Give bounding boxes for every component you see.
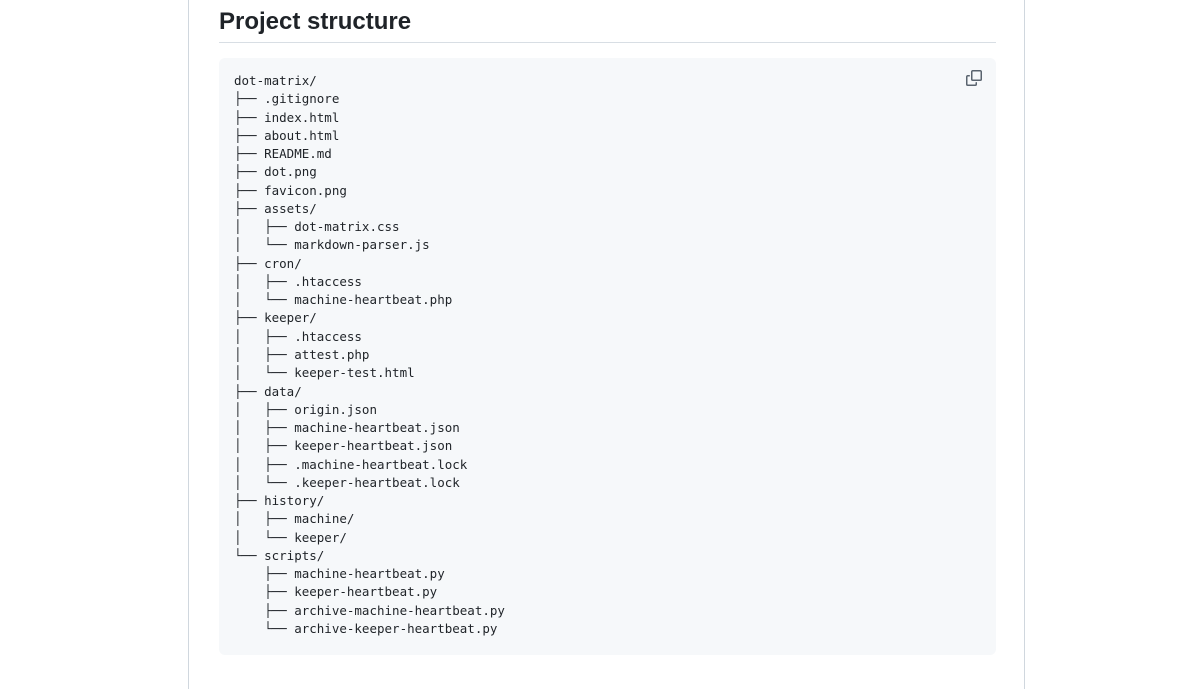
code-line: └── archive-keeper-heartbeat.py bbox=[234, 620, 498, 636]
code-block: dot-matrix/ ├── .gitignore ├── index.html ├… bbox=[219, 58, 996, 655]
code-line: │ └── keeper-test.html bbox=[234, 365, 415, 381]
code-line: ├── machine-heartbeat.py bbox=[234, 566, 445, 582]
code-line: └── scripts/ bbox=[234, 547, 325, 563]
code-line: ├── data/ bbox=[234, 383, 302, 399]
code-line: │ ├── machine-heartbeat.json bbox=[234, 420, 460, 436]
code-line: │ └── .keeper-heartbeat.lock bbox=[234, 474, 460, 490]
code-line: ├── dot.png bbox=[234, 164, 317, 180]
code-line: ├── keeper/ bbox=[234, 310, 317, 326]
code-line: │ └── markdown-parser.js bbox=[234, 237, 430, 253]
code-line: ├── index.html bbox=[234, 109, 340, 125]
code-line: │ ├── origin.json bbox=[234, 401, 377, 417]
code-line: ├── archive-machine-heartbeat.py bbox=[234, 602, 505, 618]
code-content[interactable]: dot-matrix/ ├── .gitignore ├── index.html ├… bbox=[234, 72, 505, 638]
code-line: ├── history/ bbox=[234, 493, 325, 509]
code-line: ├── keeper-heartbeat.py bbox=[234, 584, 438, 600]
code-line: dot-matrix/ bbox=[234, 73, 317, 88]
code-line: │ └── keeper/ bbox=[234, 529, 347, 545]
content-column: Project structure dot-matrix/ ├── .gitign… bbox=[188, 0, 1025, 689]
code-line: ├── cron/ bbox=[234, 255, 302, 271]
copy-icon bbox=[966, 70, 982, 86]
code-line: │ └── machine-heartbeat.php bbox=[234, 292, 453, 308]
code-line: │ ├── attest.php bbox=[234, 346, 370, 362]
code-line: ├── favicon.png bbox=[234, 182, 347, 198]
section-heading: Project structure bbox=[219, 8, 412, 35]
code-line: │ ├── dot-matrix.css bbox=[234, 219, 400, 235]
code-line: │ ├── keeper-heartbeat.json bbox=[234, 438, 453, 454]
code-line: │ ├── .machine-heartbeat.lock bbox=[234, 456, 468, 472]
copy-button[interactable] bbox=[963, 67, 985, 89]
code-line: │ ├── .htaccess bbox=[234, 328, 362, 344]
code-line: │ ├── machine/ bbox=[234, 511, 355, 527]
code-line: ├── assets/ bbox=[234, 200, 317, 216]
code-line: │ ├── .htaccess bbox=[234, 273, 362, 289]
code-line: ├── README.md bbox=[234, 146, 332, 162]
code-line: ├── .gitignore bbox=[234, 91, 340, 107]
heading-divider bbox=[219, 42, 996, 43]
code-line: ├── about.html bbox=[234, 127, 340, 143]
